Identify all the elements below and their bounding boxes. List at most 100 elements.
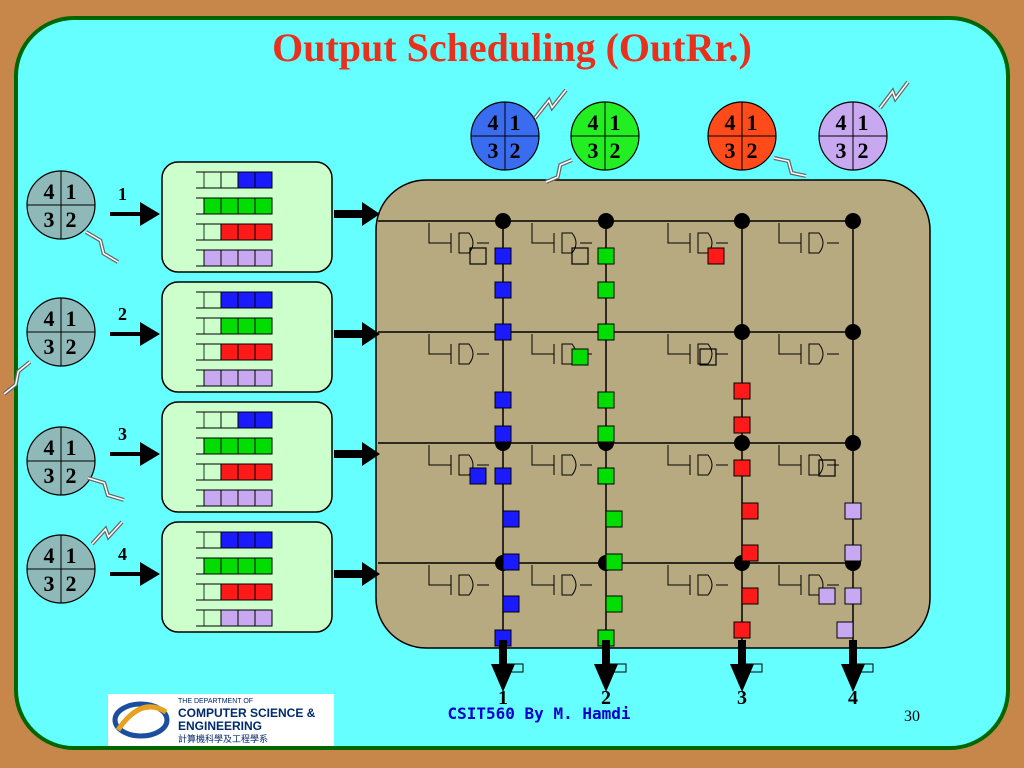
cell-lavender: [844, 587, 862, 605]
logo-line-3: ENGINEERING: [178, 719, 263, 733]
queue-cell: [220, 463, 239, 481]
crosspoint-dot: [734, 435, 750, 451]
queue-cell: [203, 557, 222, 575]
queue-cell: [254, 249, 273, 267]
input-arrow-4: [110, 562, 160, 586]
arbiter-priority-label: 4: [588, 110, 599, 135]
input-arrow-3: [110, 442, 160, 466]
voq-box-2: [161, 281, 333, 393]
queue-cell: [220, 489, 239, 507]
logo-line-4: 計算機科學及工程學系: [178, 734, 269, 744]
cell-green: [597, 467, 615, 485]
queue-cell: [237, 411, 256, 429]
crosspoint-switch: [450, 454, 489, 476]
logo-swirl-icon: [112, 701, 170, 739]
queue-cell: [220, 343, 239, 361]
queue-cell: [237, 609, 256, 627]
output-slot: [856, 663, 874, 673]
cell-lavender: [844, 544, 862, 562]
cell-green: [597, 391, 615, 409]
output-slot: [609, 663, 627, 673]
arbiter-priority-label: 2: [610, 138, 621, 163]
queue-cell: [254, 583, 273, 601]
cell-blue: [494, 323, 512, 341]
queue-cell: [220, 583, 239, 601]
queue-cell: [237, 343, 256, 361]
cell-green: [605, 595, 623, 613]
cell-red: [733, 459, 751, 477]
arbiter-priority-label: 3: [725, 138, 736, 163]
tap-line: [428, 445, 451, 466]
queue-cell: [237, 369, 256, 387]
output-label-1: 1: [498, 687, 508, 709]
arbiter-priority-label: 1: [858, 110, 869, 135]
queue-cell: [254, 531, 273, 549]
arbiter-priority-label: 2: [858, 138, 869, 163]
cell-blue: [469, 467, 487, 485]
page-title: Output Scheduling (OutRr.): [272, 25, 752, 70]
queue-cell: [237, 317, 256, 335]
queue-cell: [220, 291, 239, 309]
tap-line: [667, 565, 690, 586]
queue-cell: [254, 609, 273, 627]
output-label-4: 4: [848, 687, 858, 709]
queue-cell: [220, 437, 239, 455]
cell-red: [733, 416, 751, 434]
output-slot: [745, 663, 763, 673]
crosspoint-dot: [845, 213, 861, 229]
queue-cell: [237, 531, 256, 549]
arbiter-priority-label: 1: [510, 110, 521, 135]
arbiter-priority-label: 2: [66, 571, 77, 596]
arbiter-priority-label: 4: [44, 179, 55, 204]
arbiter-priority-label: 1: [66, 179, 77, 204]
cell-blue: [494, 467, 512, 485]
arbiter-priority-label: 3: [488, 138, 499, 163]
cell-empty: [818, 459, 836, 477]
crosspoint-switch: [553, 454, 592, 476]
fabric-arrow-3: [334, 442, 380, 466]
crosspoint-switch: [450, 574, 489, 596]
queue-cell: [254, 343, 273, 361]
arbiter-priority-label: 3: [44, 571, 55, 596]
queue-cell: [237, 171, 256, 189]
cell-empty: [469, 247, 487, 265]
queue-cell: [254, 557, 273, 575]
pointer-bolt-out1: [534, 89, 567, 119]
crosspoint-switch: [800, 232, 839, 254]
arbiter-priority-label: 2: [510, 138, 521, 163]
cell-blue: [494, 391, 512, 409]
queue-cell: [220, 531, 239, 549]
tap-line: [778, 334, 801, 355]
output-label-3: 3: [737, 687, 747, 709]
crosspoint-dot: [845, 324, 861, 340]
queue-cell: [203, 369, 222, 387]
crosspoint-switch: [450, 343, 489, 365]
cell-red: [733, 382, 751, 400]
queue-cell: [237, 583, 256, 601]
queue-cell: [254, 369, 273, 387]
queue-cell: [237, 197, 256, 215]
pointer-bolt-out4: [879, 81, 909, 109]
fabric-arrow-2: [334, 322, 380, 346]
queue-cell: [254, 197, 273, 215]
output-slot: [506, 663, 524, 673]
queue-cell: [220, 557, 239, 575]
input-label-2: 2: [118, 304, 127, 324]
output-label-2: 2: [601, 687, 611, 709]
cell-blue: [494, 425, 512, 443]
queue-cell: [254, 291, 273, 309]
arbiter-priority-label: 1: [66, 435, 77, 460]
tap-line: [428, 223, 451, 244]
queue-cell: [220, 223, 239, 241]
cell-green: [605, 510, 623, 528]
output-arrow-1: [491, 640, 515, 692]
voq-box-1: [161, 161, 333, 273]
queue-cell: [220, 197, 239, 215]
crosspoint-switch: [800, 343, 839, 365]
